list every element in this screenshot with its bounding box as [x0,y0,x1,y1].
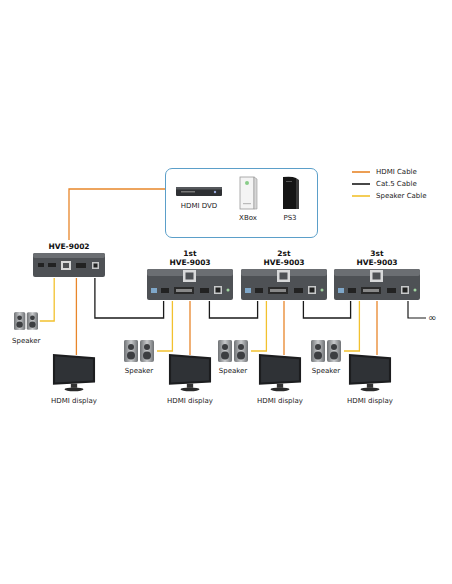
legend-line [352,171,370,173]
cable-connector [209,301,257,318]
hdmi-display: HDMI display [160,352,220,406]
node-label: Speaker [125,367,153,376]
display-icon [340,352,400,392]
speaker-pair: Speaker [118,338,160,376]
dev9003-icon [146,267,234,301]
display-icon [250,352,310,392]
dvd-player: HDMI DVD [174,183,224,211]
source-group-box: HDMI DVD XBox PS3 [165,168,318,238]
node-label: PS3 [283,214,296,223]
unit-label: HVE-9003 [356,258,397,267]
speaker-icon [10,308,42,334]
cable-connector [76,278,77,355]
dev9003-drawing [333,267,421,301]
xbox-console: XBox [232,175,264,223]
node-label: HDMI display [51,397,97,406]
node-label: Speaker [219,367,247,376]
node-label: Speaker [312,367,340,376]
legend-text: HDMI Cable [376,168,417,176]
transmitter-unit: HVE-9002 [32,240,106,278]
cable-connector [69,189,165,240]
display-icon [160,352,220,392]
cable-connector [251,301,266,351]
dev9003-icon [240,267,328,301]
unit-label: 3st [370,247,383,258]
legend-text: Speaker Cable [376,192,427,200]
speaker-pair: Speaker [212,338,254,376]
dev9003-drawing [146,267,234,301]
speaker-icon [118,338,160,364]
node-label: XBox [239,214,257,223]
receiver-unit: 1stHVE-9003 [146,247,234,301]
unit-label: 1st [183,247,196,258]
speaker-pair: Speaker [305,338,347,376]
display-drawing [44,352,104,392]
continuation-mark: ∞ [428,312,436,324]
cat5-continuation-wire [408,301,426,318]
xbox-drawing [232,175,264,211]
node-label: Speaker [12,337,40,346]
unit-label: HVE-9003 [169,258,210,267]
legend-text: Cat.5 Cable [376,180,417,188]
display-drawing [250,352,310,392]
dvd-icon [174,183,224,199]
hdmi-display: HDMI display [250,352,310,406]
legend-line [352,183,370,185]
hdmi-display: HDMI display [340,352,400,406]
ps3-icon [274,175,306,211]
dev9002-drawing [32,251,106,278]
speaker-icon [305,338,347,364]
legend-line-sample [352,192,370,200]
node-label: HDMI display [257,397,303,406]
speaker-pair: Speaker [10,308,43,346]
display-icon [44,352,104,392]
cable-connector [344,301,359,351]
speaker-drawing [305,338,347,364]
xbox-icon [232,175,264,211]
unit-label: HVE-9003 [263,258,304,267]
speaker-drawing [10,308,42,334]
speaker-drawing [212,338,254,364]
node-label: HDMI display [167,397,213,406]
cable-connector [303,301,350,318]
legend-line-sample [352,180,370,188]
hdmi-display: HDMI display [44,352,104,406]
cable-connector [283,301,284,355]
cable-connector [376,301,377,355]
legend-row: Cat.5 Cable [352,180,417,188]
dvd-drawing [174,183,224,199]
unit-label: 2st [277,247,290,258]
legend-row: HDMI Cable [352,168,417,176]
node-label: HDMI display [347,397,393,406]
display-drawing [160,352,220,392]
speaker-icon [212,338,254,364]
display-drawing [340,352,400,392]
receiver-unit: 2stHVE-9003 [240,247,328,301]
dev9002-icon [32,251,106,278]
cable-connector [157,301,172,351]
dev9003-icon [333,267,421,301]
ps3-drawing [274,175,306,211]
dev9003-drawing [240,267,328,301]
speaker-drawing [118,338,160,364]
unit-label: HVE-9002 [48,240,89,251]
receiver-unit: 3stHVE-9003 [333,247,421,301]
ps3-console: PS3 [274,175,306,223]
cable-connector [189,301,190,355]
legend-row: Speaker Cable [352,192,427,200]
cable-connector [40,278,54,321]
legend-line-sample [352,168,370,176]
node-label: HDMI DVD [181,202,217,211]
legend-line [352,195,370,197]
